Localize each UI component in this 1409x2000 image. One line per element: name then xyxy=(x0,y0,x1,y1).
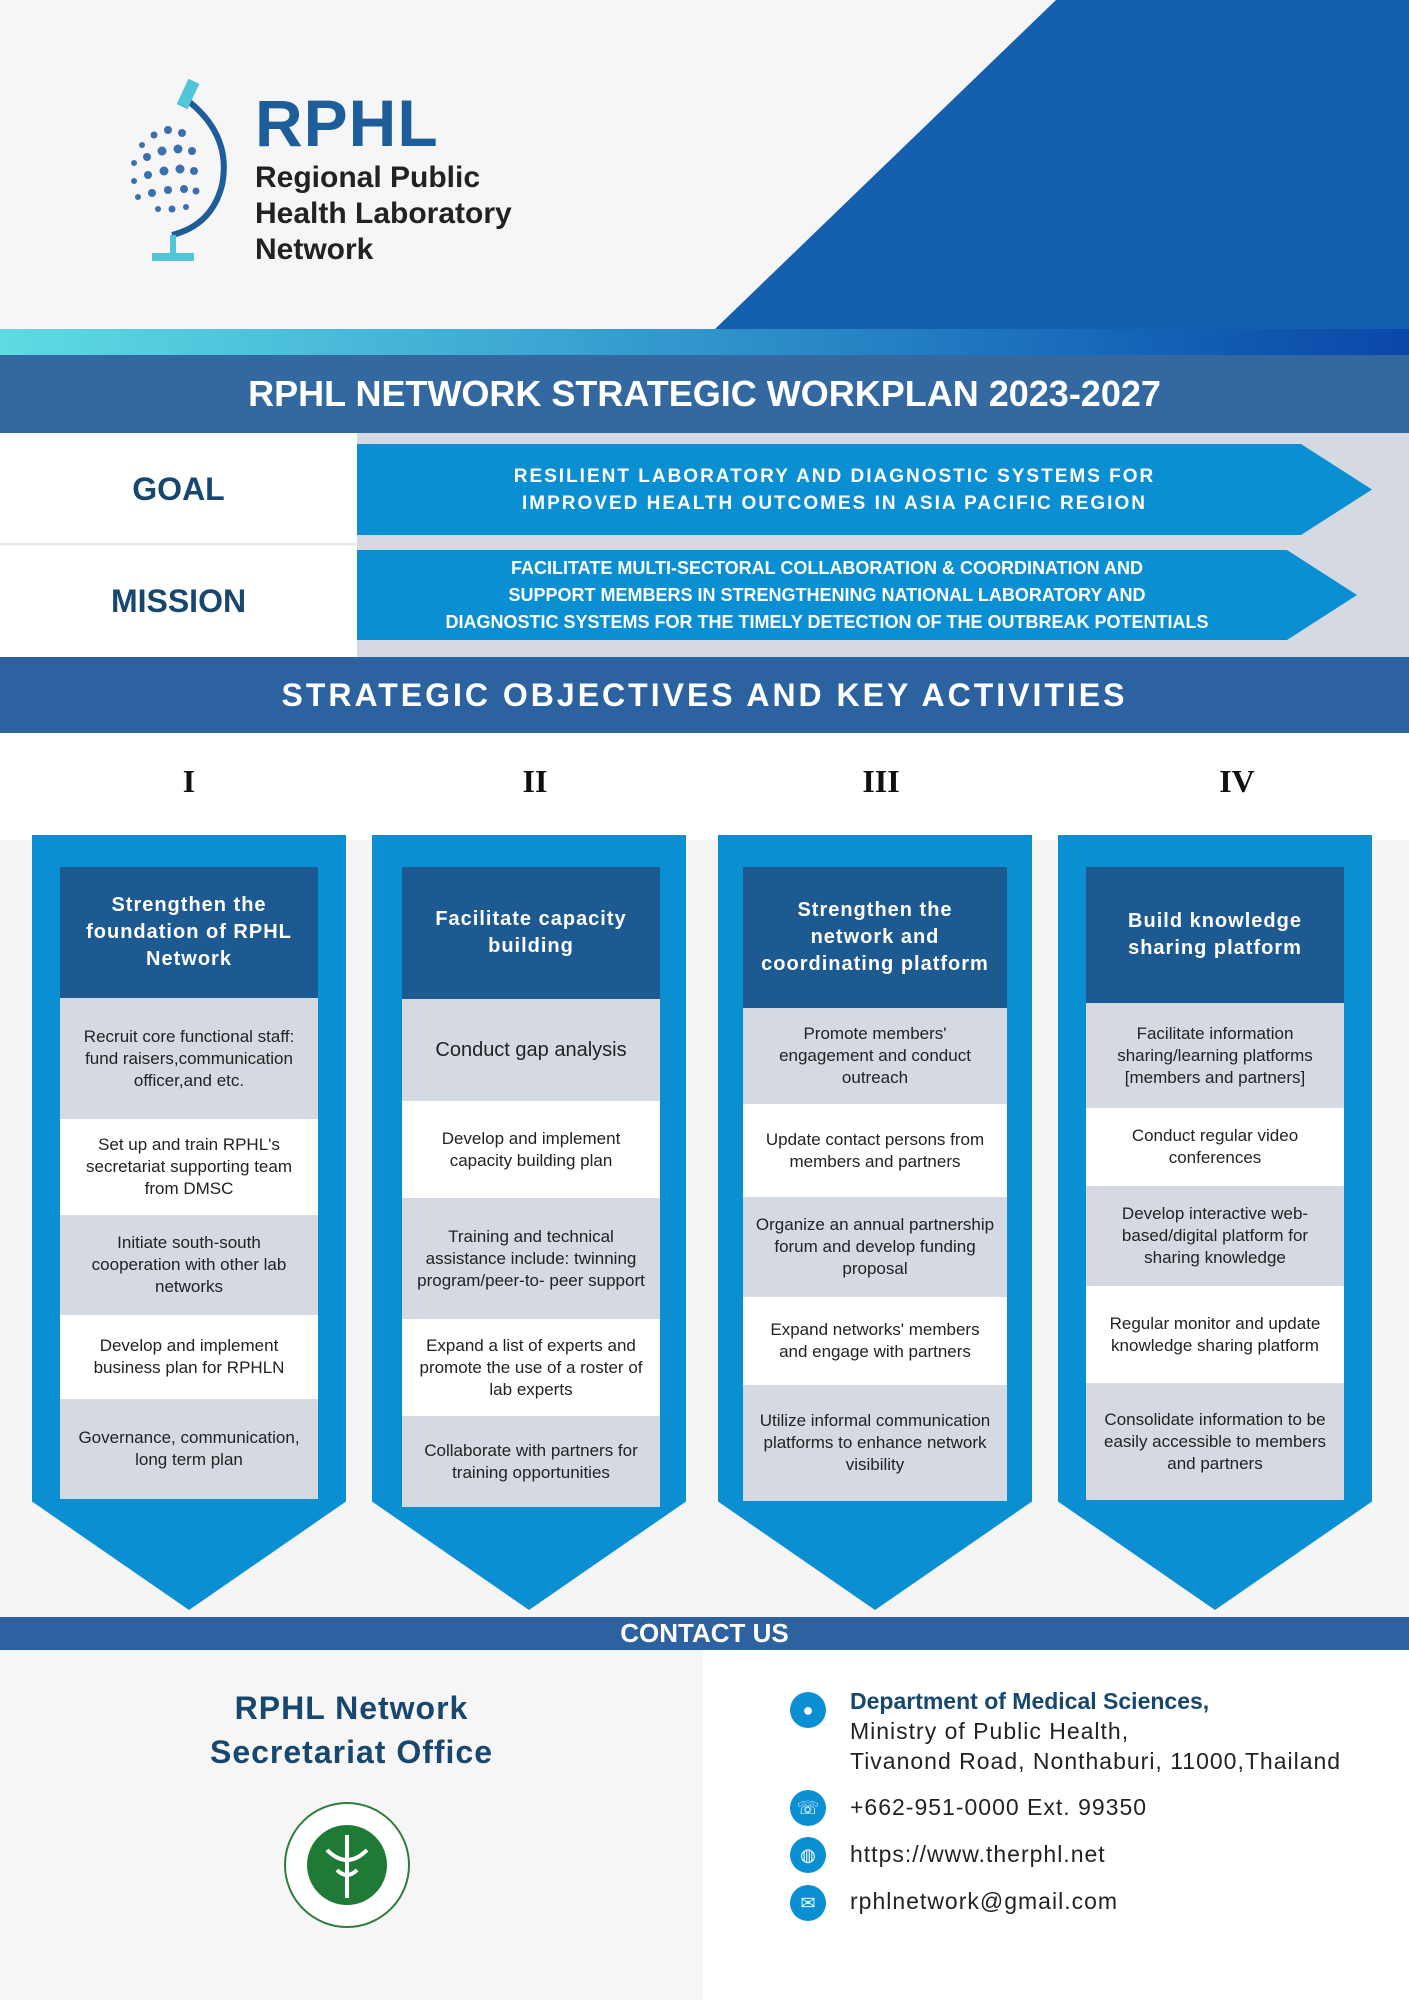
address-line: Tivanond Road, Nonthaburi, 11000,Thailan… xyxy=(850,1748,1342,1774)
office-name-line: Secretariat Office xyxy=(209,1734,493,1770)
activity-item: Recruit core functional staff: fund rais… xyxy=(60,998,318,1119)
activity-item: Consolidate information to be easily acc… xyxy=(1086,1383,1344,1500)
contact-title: CONTACT US xyxy=(0,1617,1409,1650)
office-name-line: RPHL Network xyxy=(234,1690,469,1726)
mission-text-line: DIAGNOSTIC SYSTEMS FOR THE TIMELY DETECT… xyxy=(445,611,1209,632)
logo-subtitle-line: Health Laboratory xyxy=(255,197,512,230)
activity-item: Develop and implement business plan for … xyxy=(60,1315,318,1399)
objectives-title: STRATEGIC OBJECTIVES AND KEY ACTIVITIES xyxy=(0,657,1409,733)
location-pin-icon: ● xyxy=(790,1692,826,1728)
activity-item: Conduct gap analysis xyxy=(402,999,660,1101)
phone-number[interactable]: +662-951-0000 Ext. 99350 xyxy=(850,1794,1148,1820)
logo-subtitle-line: Regional Public xyxy=(255,161,481,194)
email-link[interactable]: rphlnetwork@gmail.com xyxy=(850,1888,1119,1914)
activity-item: Expand a list of experts and promote the… xyxy=(402,1319,660,1416)
objective-numeral: II xyxy=(522,763,548,799)
activity-item: Promote members' engagement and conduct … xyxy=(743,1008,1007,1104)
activity-item: Utilize informal communication platforms… xyxy=(743,1385,1007,1501)
logo-subtitle-line: Network xyxy=(255,233,374,266)
goal-arrow: RESILIENT LABORATORY AND DIAGNOSTIC SYST… xyxy=(357,444,1372,535)
header-banner: RPHL Regional Public Health Laboratory N… xyxy=(0,0,1409,330)
mission-arrow: FACILITATE MULTI-SECTORAL COLLABORATION … xyxy=(357,550,1357,640)
activity-item: Update contact persons from members and … xyxy=(743,1104,1007,1197)
rphl-logo: RPHL Regional Public Health Laboratory N… xyxy=(112,75,562,275)
activity-item: Conduct regular video conferences xyxy=(1086,1108,1344,1186)
mission-text-line: FACILITATE MULTI-SECTORAL COLLABORATION … xyxy=(511,557,1143,578)
objective-column-2: Facilitate capacity building Conduct gap… xyxy=(372,835,686,1610)
activity-item: Collaborate with partners for training o… xyxy=(402,1416,660,1507)
activity-item: Facilitate information sharing/learning … xyxy=(1086,1003,1344,1108)
mission-label: MISSION xyxy=(0,546,357,657)
objective-numeral: III xyxy=(862,763,900,799)
objective-column-1: Strengthen the foundation of RPHL Networ… xyxy=(32,835,346,1610)
activity-item: Governance, communication, long term pla… xyxy=(60,1399,318,1499)
numerals-row: I II III IV xyxy=(0,733,1409,840)
activity-item: Initiate south-south cooperation with ot… xyxy=(60,1215,318,1315)
objective-title: Build knowledge sharing platform xyxy=(1086,867,1344,1003)
activity-item: Expand networks' members and engage with… xyxy=(743,1297,1007,1385)
address-line: Ministry of Public Health, xyxy=(850,1718,1130,1744)
secretariat-panel: RPHL Network Secretariat Office xyxy=(0,1650,703,2000)
activity-item: Develop and implement capacity building … xyxy=(402,1101,660,1198)
ministry-seal-logo xyxy=(284,1802,410,1928)
blue-diagonal-shape xyxy=(714,0,1409,330)
website-link[interactable]: https://www.therphl.net xyxy=(850,1841,1106,1867)
objective-column-3: Strengthen the network and coordinating … xyxy=(718,835,1032,1610)
phone-icon: ☏ xyxy=(790,1790,826,1826)
mission-text-line: SUPPORT MEMBERS IN STRENGTHENING NATIONA… xyxy=(508,584,1146,605)
globe-microscope-icon xyxy=(131,78,227,261)
activity-item: Set up and train RPHL's secretariat supp… xyxy=(60,1119,318,1215)
objective-column-4: Build knowledge sharing platform Facilit… xyxy=(1058,835,1372,1610)
department-name: Department of Medical Sciences, xyxy=(850,1688,1210,1714)
page-title: RPHL NETWORK STRATEGIC WORKPLAN 2023-202… xyxy=(0,355,1409,433)
globe-icon: ◍ xyxy=(790,1837,826,1873)
objective-numeral: IV xyxy=(1219,763,1255,799)
objective-numeral: I xyxy=(182,763,196,799)
email-icon: ✉ xyxy=(790,1885,826,1921)
objective-title: Facilitate capacity building xyxy=(402,867,660,999)
objective-title: Strengthen the network and coordinating … xyxy=(743,867,1007,1008)
logo-title: RPHL xyxy=(255,86,439,160)
gradient-stripe xyxy=(0,329,1409,355)
goal-text-line: RESILIENT LABORATORY AND DIAGNOSTIC SYST… xyxy=(513,465,1156,487)
objective-title: Strengthen the foundation of RPHL Networ… xyxy=(60,867,318,998)
activity-item: Regular monitor and update knowledge sha… xyxy=(1086,1286,1344,1383)
activity-item: Training and technical assistance includ… xyxy=(402,1198,660,1319)
activity-item: Organize an annual partnership forum and… xyxy=(743,1197,1007,1297)
activity-item: Develop interactive web-based/digital pl… xyxy=(1086,1186,1344,1286)
goal-text-line: IMPROVED HEALTH OUTCOMES IN ASIA PACIFIC… xyxy=(522,492,1147,514)
goal-label: GOAL xyxy=(0,433,357,545)
